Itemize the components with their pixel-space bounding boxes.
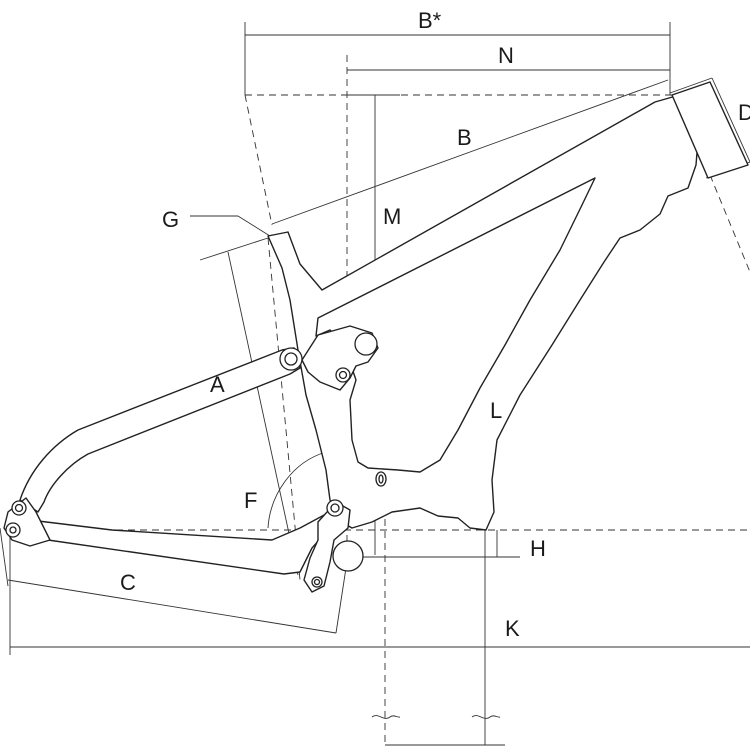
dim-a [227,251,299,576]
rear-triangle [3,347,364,593]
dim-d [711,77,750,163]
head-tube-body [671,81,749,179]
label-h: H [530,536,546,561]
seat-tube-axis [267,237,301,581]
label-f: F [244,488,257,513]
head-tube-axis [709,174,750,273]
label-c: C [120,570,136,595]
head-tube [671,81,749,179]
lower-link [303,501,351,593]
bottom-bracket [332,540,364,572]
label-b: B [457,125,472,150]
front-triangle [267,91,699,531]
dim-f-arc [267,451,327,529]
label-l: L [490,398,502,423]
label-b-star: B* [418,8,442,33]
seat-stay [19,347,301,513]
reference-lines [20,55,750,745]
label-d: D [738,100,750,125]
label-k: K [505,616,520,641]
chain-stay [21,513,331,575]
label-a: A [210,372,225,397]
dimension-labels: B* N B D G M L A F H C K [120,8,750,641]
dim-b [271,79,669,225]
main-pivot [354,332,378,356]
dim-c [7,579,337,634]
reach-left-reference [244,94,273,226]
label-n: N [498,43,514,68]
label-m: M [383,204,401,229]
label-g: G [162,207,179,232]
